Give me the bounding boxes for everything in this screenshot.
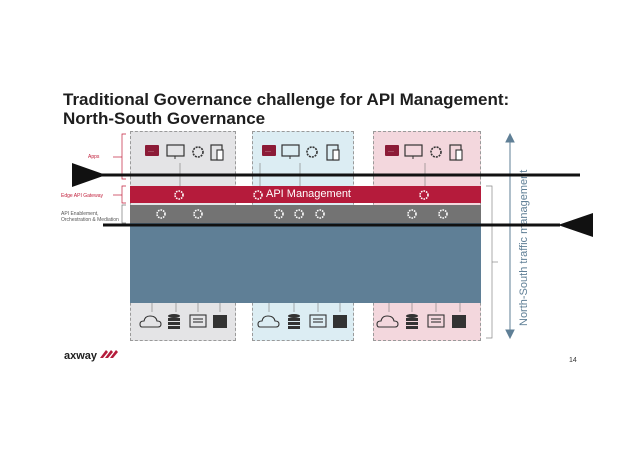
chat-icon: [145, 145, 159, 156]
chat-icon: [262, 145, 276, 156]
core-block: [130, 223, 481, 303]
server-icon: [189, 314, 207, 328]
right-bracket: [486, 185, 498, 339]
gear-icon: [192, 146, 204, 158]
database-icon: [406, 314, 418, 329]
inbound-arrow: [72, 163, 580, 187]
database-icon: [168, 314, 180, 329]
enablement-gear-icon-1: [156, 209, 166, 219]
enablement-layer-label: API Enablement, Orchestration & Mediatio…: [61, 211, 119, 223]
ecosystem-icon: [333, 315, 347, 328]
logo-text: axway: [64, 350, 98, 362]
enablement-gears: [156, 209, 448, 219]
edge-gateway-layer-label: Edge API Gateway: [61, 193, 103, 199]
monitor-icon: [281, 144, 300, 157]
ecosystem-icon: [213, 315, 227, 328]
svg-text:···: ···: [148, 149, 154, 155]
cloud-icon: [376, 315, 399, 328]
monitor-icon: [404, 144, 423, 157]
ecosystem-icon: [452, 315, 466, 328]
page-number: 14: [569, 357, 577, 364]
gateway-gear-icon-3: [419, 190, 429, 200]
enablement-gear-icon-5: [315, 209, 325, 219]
app-icons-column-3: ···: [385, 144, 463, 161]
gateway-gear-icon-1: [174, 190, 184, 200]
backend-icons-column-3: [376, 314, 466, 329]
cloud-icon: [257, 315, 280, 328]
api-management-label: API Management: [266, 188, 351, 200]
apps-layer-label: Apps: [88, 154, 100, 160]
axway-logo: axway: [64, 350, 97, 362]
north-south-arrow: [505, 132, 515, 340]
title-line-2: North-South Governance: [63, 109, 266, 128]
backend-connectors: [151, 303, 461, 312]
enablement-gear-icon-6: [407, 209, 417, 219]
app-icons-column-2: ···: [262, 144, 340, 161]
enablement-gear-icon-7: [438, 209, 448, 219]
database-icon: [288, 314, 300, 329]
svg-text:···: ···: [388, 149, 394, 155]
axway-logo-mark: [100, 350, 118, 358]
outbound-arrow: [103, 213, 593, 237]
slide-title: Traditional Governance challenge for API…: [63, 90, 509, 128]
enablement-gear-icon-4: [294, 209, 304, 219]
title-line-1: Traditional Governance challenge for API…: [63, 90, 510, 109]
svg-text:···: ···: [265, 149, 271, 155]
app-icons-column-1: ···: [145, 144, 224, 161]
gateway-gear-icon-2: [253, 190, 263, 200]
enablement-gear-icon-3: [274, 209, 284, 219]
server-icon: [427, 314, 445, 328]
backend-icons-column-2: [257, 314, 347, 329]
gear-icon: [430, 146, 442, 158]
gear-icon: [306, 146, 318, 158]
chat-icon: [385, 145, 399, 156]
layer-brackets: [113, 133, 126, 204]
enablement-bracket: [121, 204, 126, 224]
edge-gateway-band: [130, 186, 481, 203]
gateway-gears: [174, 190, 429, 200]
enablement-band: [130, 205, 481, 223]
monitor-icon: [166, 144, 185, 157]
server-icon: [309, 314, 327, 328]
enablement-gear-icon-2: [193, 209, 203, 219]
backend-icons-column-1: [139, 314, 227, 329]
cloud-icon: [139, 315, 162, 328]
